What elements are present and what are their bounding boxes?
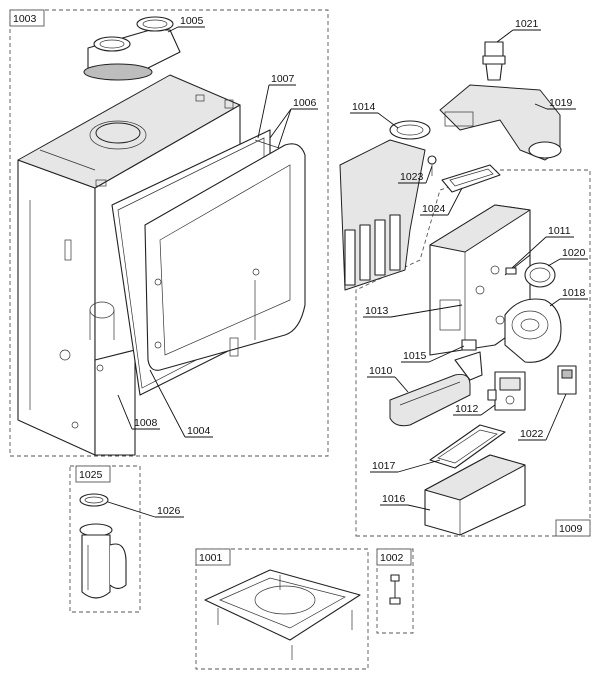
label-1021: 1021 [496,18,541,43]
label-1023: 1023 [398,165,433,184]
svg-text:1009: 1009 [559,523,583,535]
group-box-wall-bracket [195,548,369,670]
electrode-part [504,254,531,276]
label-1018: 1018 [549,287,588,307]
label-1024: 1024 [420,187,463,216]
air-vent-part [482,41,506,81]
label-1005: 1005 [167,15,205,33]
svg-text:1011: 1011 [548,225,571,237]
plug-part [427,155,437,176]
label-1001: 1001 [195,548,231,566]
label-1002: 1002 [376,548,412,566]
svg-text:1005: 1005 [180,15,204,27]
svg-text:1010: 1010 [369,365,393,377]
svg-text:1014: 1014 [352,101,376,113]
svg-text:1021: 1021 [515,18,539,30]
svg-text:1025: 1025 [79,469,103,481]
svg-text:1023: 1023 [400,171,424,183]
flue-adaptor-part [83,16,181,81]
svg-text:1024: 1024 [422,203,446,215]
fan-seal-part [524,262,556,288]
label-1022: 1022 [518,393,567,441]
svg-text:1015: 1015 [403,350,427,362]
svg-text:1016: 1016 [382,493,406,505]
svg-text:1013: 1013 [365,305,389,317]
label-1006: 1006 [269,97,318,149]
label-1019: 1019 [534,97,576,110]
label-1013: 1013 [363,304,463,318]
svg-text:1007: 1007 [271,73,295,85]
label-1003: 1003 [9,9,45,27]
siphon-part [79,493,127,599]
svg-text:1018: 1018 [562,287,586,299]
svg-text:1019: 1019 [549,97,573,109]
flue-manifold-part [439,84,562,161]
ignition-part [461,339,477,351]
svg-text:1006: 1006 [293,97,317,109]
label-1015: 1015 [401,345,465,363]
label-1025: 1025 [75,465,111,483]
label-1010: 1010 [367,365,409,393]
label-1009: 1009 [555,519,591,537]
label-1020: 1020 [547,247,588,267]
top-gasket-part [441,164,501,193]
label-1026: 1026 [107,501,184,518]
label-1011: 1011 [511,225,574,269]
air-duct-part [339,120,431,291]
control-module-part [557,365,577,395]
svg-text:1002: 1002 [380,552,404,564]
label-1007: 1007 [257,73,296,139]
svg-text:1004: 1004 [187,425,211,437]
label-1016: 1016 [380,493,431,511]
svg-text:1026: 1026 [157,505,181,517]
label-1017: 1017 [370,459,441,473]
label-1012: 1012 [453,403,496,416]
label-1004: 1004 [149,369,213,438]
tray-gasket-part [429,424,506,469]
svg-text:1020: 1020 [562,247,586,259]
wall-bracket-part [204,569,361,660]
svg-text:1022: 1022 [520,428,544,440]
fan-part [504,298,562,363]
label-1008: 1008 [117,394,160,430]
svg-text:1012: 1012 [455,403,479,415]
front-cover-part [144,143,306,371]
svg-text:1017: 1017 [372,460,396,472]
burner-tube-part [389,351,483,427]
gas-valve-part [487,371,526,411]
group-box-casing [9,9,329,457]
fixing-screw-part [389,574,401,605]
svg-text:1003: 1003 [13,13,37,25]
svg-text:1001: 1001 [199,552,223,564]
label-1014: 1014 [350,101,399,129]
svg-text:1008: 1008 [134,417,158,429]
condensate-tray-part [424,454,526,536]
